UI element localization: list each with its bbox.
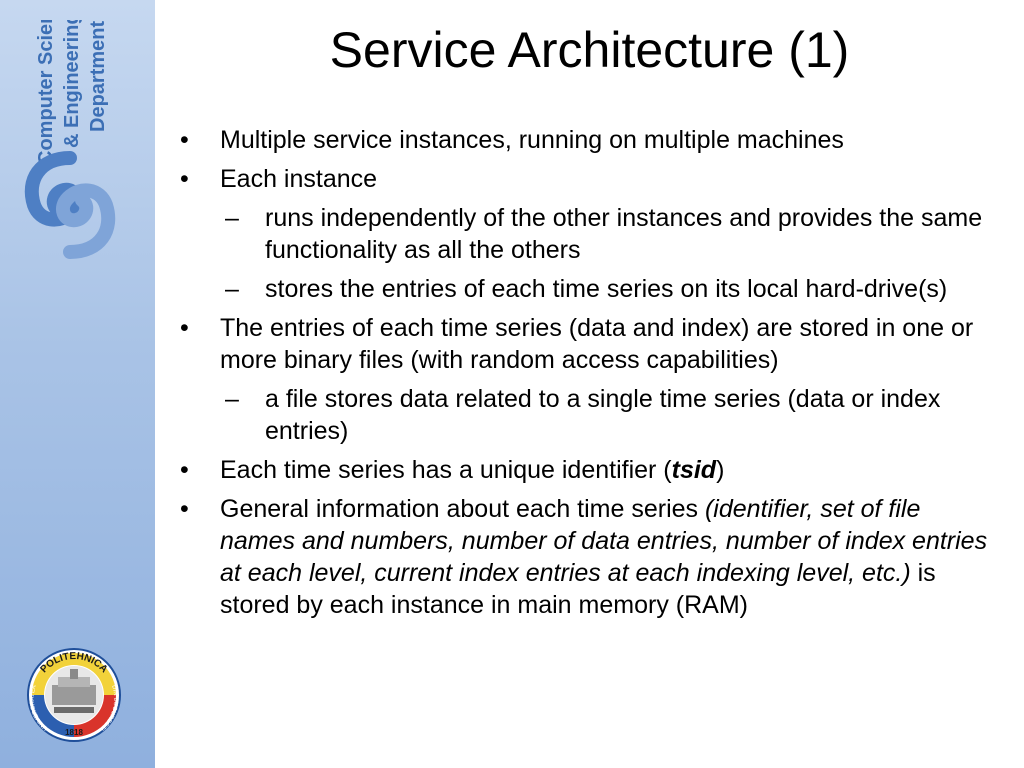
bullet-text-pre: Each time series has a unique identifier…	[220, 456, 672, 484]
department-logo-icon	[24, 151, 116, 259]
bullet-text: Multiple service instances, running on m…	[220, 126, 844, 154]
italic-detail: (identifier, set of file names and numbe…	[220, 495, 988, 587]
bullet-text-post: )	[716, 456, 725, 484]
dash-marker: –	[225, 275, 239, 303]
bullet-marker: •	[180, 495, 189, 523]
university-seal-icon: POLITEHNICA UNIVERSITATEA DIN BUCURESTI …	[27, 648, 121, 742]
bullet-marker: •	[180, 314, 189, 342]
bullet-item: • Each time series has a unique identifi…	[180, 454, 1000, 486]
bullet-marker: •	[180, 126, 189, 154]
sub-bullet-item: – stores the entries of each time series…	[180, 273, 1000, 305]
sub-bullet-text: runs independently of the other instance…	[265, 204, 983, 264]
bullet-item: • Multiple service instances, running on…	[180, 124, 1000, 156]
slide-body: • Multiple service instances, running on…	[180, 124, 1000, 628]
bullet-text: The entries of each time series (data an…	[220, 314, 974, 374]
tsid-emphasis: tsid	[671, 456, 717, 484]
sub-bullet-text: stores the entries of each time series o…	[265, 275, 948, 303]
bullet-item: • The entries of each time series (data …	[180, 312, 1000, 376]
dept-line-3: Department	[87, 21, 109, 132]
dash-marker: –	[225, 204, 239, 232]
dept-line-1: Computer Science	[35, 20, 57, 165]
bullet-marker: •	[180, 165, 189, 193]
seal-year: 1818	[65, 728, 83, 737]
bullet-text-post: is stored by each instance in main memor…	[220, 559, 936, 619]
bullet-item: • Each instance	[180, 163, 1000, 195]
dept-line-2: & Engineering	[61, 20, 83, 148]
sub-bullet-text: a file stores data related to a single t…	[265, 385, 941, 445]
bullet-item: • General information about each time se…	[180, 493, 1000, 621]
dash-marker: –	[225, 385, 239, 413]
department-wordmark: Computer Science & Engineering Departmen…	[35, 20, 109, 165]
sub-bullet-item: – runs independently of the other instan…	[180, 202, 1000, 266]
bullet-marker: •	[180, 456, 189, 484]
bullet-text: Each instance	[220, 165, 378, 193]
sub-bullet-item: – a file stores data related to a single…	[180, 383, 1000, 447]
sidebar: Computer Science & Engineering Departmen…	[0, 0, 155, 768]
bullet-text-pre: General information about each time seri…	[220, 495, 705, 523]
slide-title: Service Architecture (1)	[329, 22, 850, 78]
